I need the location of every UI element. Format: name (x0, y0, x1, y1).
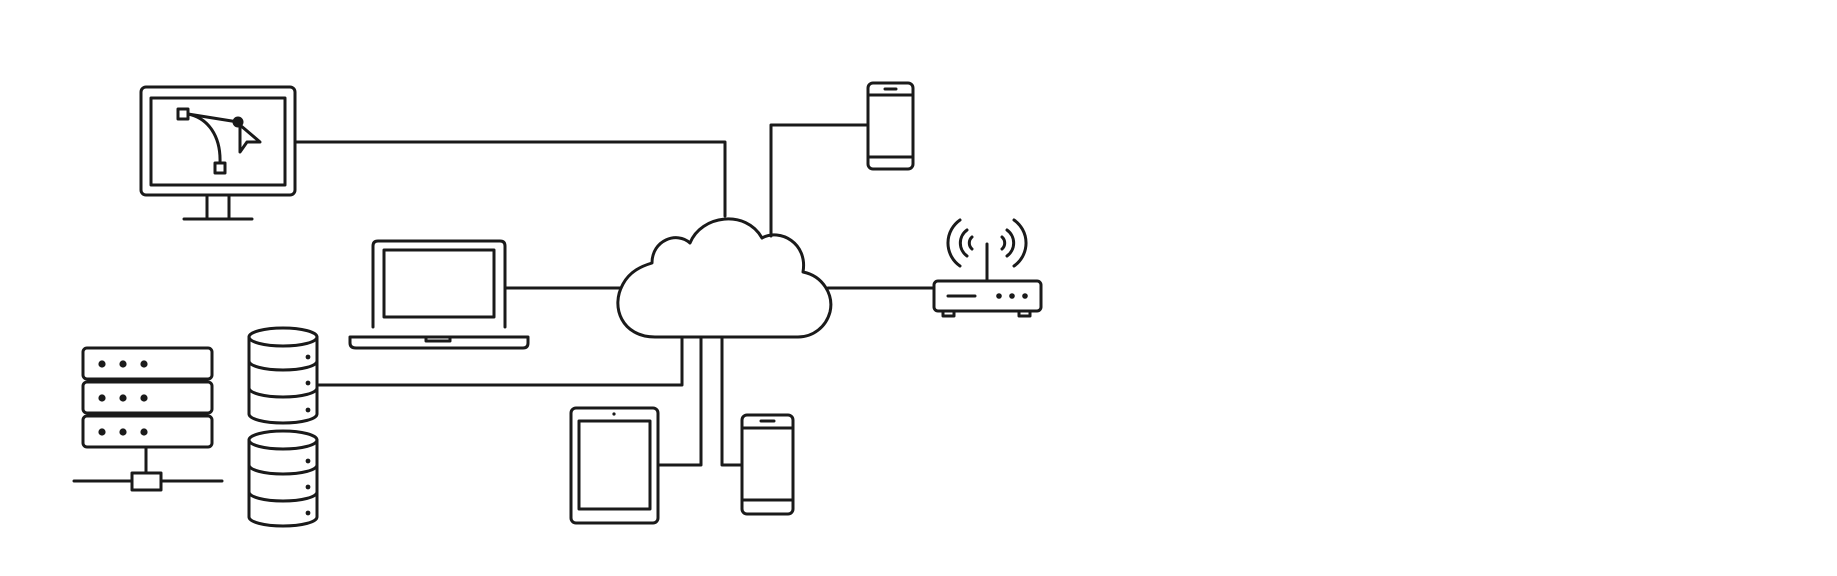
connection-lines (294, 123, 935, 467)
smartphone-icon (866, 81, 915, 171)
laptop-icon (348, 239, 530, 350)
connection-cloud-phone-bottom (720, 335, 743, 467)
vector-design-monitor-icon (139, 85, 297, 221)
smartphone-icon (740, 413, 795, 516)
connection-cloud-database (316, 335, 684, 387)
cloud-icon (616, 217, 833, 339)
wifi-router-icon (932, 218, 1043, 318)
connection-cloud-phone-top (769, 123, 869, 238)
connection-cloud-monitor (294, 140, 727, 218)
connection-cloud-tablet (657, 335, 703, 467)
database-icon (247, 429, 319, 528)
tablet-icon (569, 406, 660, 525)
database-icon (247, 326, 319, 425)
server-rack-icon (72, 346, 224, 492)
